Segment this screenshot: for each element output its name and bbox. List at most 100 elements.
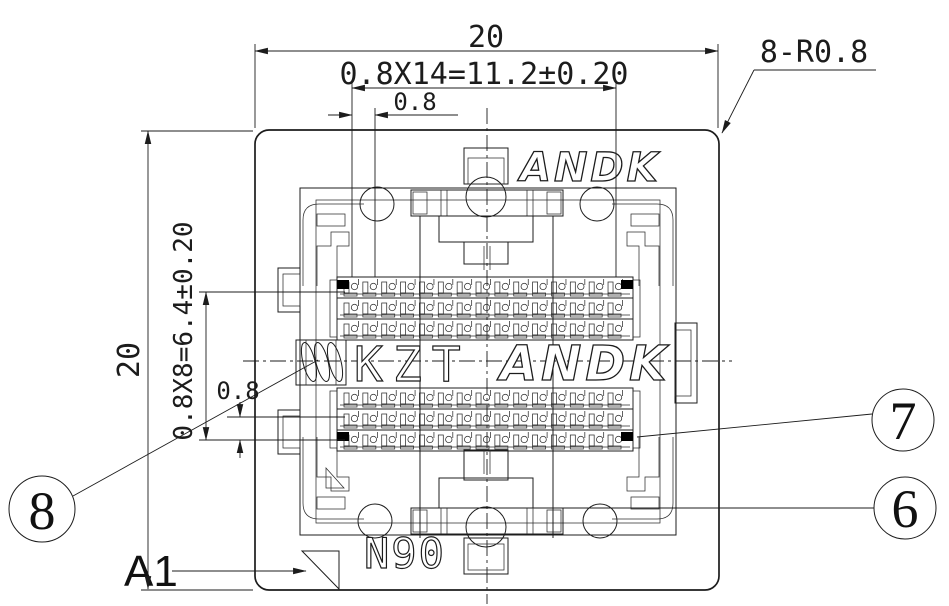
dim-row-pitch-text: 0.8 bbox=[393, 88, 436, 116]
contact-pin bbox=[437, 390, 454, 408]
contact-pin bbox=[513, 321, 529, 339]
dim-col-pitch-text: 0.8 bbox=[216, 377, 259, 405]
inner-chamfer-triangle bbox=[325, 467, 345, 489]
dim-overall-height-text: 20 bbox=[112, 342, 147, 378]
contact-pin-array bbox=[329, 276, 641, 452]
spring-symbol bbox=[295, 339, 347, 386]
contact-pin bbox=[588, 411, 605, 429]
dim-overall-height: 20 bbox=[112, 130, 253, 591]
contact-pin bbox=[437, 300, 454, 318]
dim-col-pitch-total: 0.8X8=6.4±0.20 bbox=[169, 221, 345, 441]
contact-pin bbox=[494, 321, 510, 339]
dim-row-pitch-total: 0.8X14=11.2±0.20 bbox=[340, 57, 628, 277]
contact-pin bbox=[475, 411, 491, 429]
pin1-triangle-marker bbox=[300, 550, 340, 591]
contact-pin bbox=[437, 279, 454, 297]
latch-bottom bbox=[410, 449, 564, 575]
contact-pin bbox=[437, 411, 454, 429]
contact-pin bbox=[588, 279, 605, 297]
contact-pin bbox=[362, 279, 378, 297]
contact-block-end bbox=[329, 390, 338, 449]
contact-pin bbox=[437, 432, 454, 450]
contact-pin bbox=[551, 432, 567, 450]
balloon-8-number: 8 bbox=[29, 481, 56, 541]
contact-pin bbox=[400, 411, 416, 429]
corner-pin-marker bbox=[621, 280, 633, 289]
contact-pin bbox=[419, 279, 435, 297]
contact-pin bbox=[607, 279, 623, 297]
latch-top bbox=[410, 147, 564, 270]
corner-pin-marker bbox=[337, 280, 349, 289]
contact-pin bbox=[475, 300, 491, 318]
balloon-8: 8 bbox=[8, 359, 319, 543]
contact-pin bbox=[475, 279, 491, 297]
contact-block-end bbox=[329, 279, 338, 338]
contact-pin bbox=[494, 300, 510, 318]
corner-radius-text: 8-R0.8 bbox=[760, 35, 868, 70]
dim-col-pitch-total-text: 0.8X8=6.4±0.20 bbox=[169, 221, 199, 440]
contact-pin bbox=[456, 390, 473, 408]
side-tabs bbox=[277, 267, 698, 455]
corner-radius-note: 8-R0.8 bbox=[721, 35, 876, 134]
contact-pin bbox=[513, 279, 529, 297]
contact-pin bbox=[381, 300, 397, 318]
contact-pin bbox=[343, 411, 359, 429]
contact-pin bbox=[362, 432, 378, 450]
contact-pin bbox=[532, 411, 548, 429]
balloon-6-number: 6 bbox=[892, 479, 919, 539]
contact-pin bbox=[569, 390, 586, 408]
contact-pin bbox=[494, 279, 510, 297]
contact-pin bbox=[513, 432, 529, 450]
contact-pin bbox=[456, 321, 473, 339]
contact-pin bbox=[532, 321, 548, 339]
contact-pin bbox=[362, 411, 378, 429]
contact-pin bbox=[362, 300, 378, 318]
balloon-6: 6 bbox=[562, 476, 937, 540]
part-code-text: N90 bbox=[364, 529, 446, 578]
dim-row-pitch: 0.8 bbox=[328, 88, 458, 277]
contact-pin bbox=[569, 411, 586, 429]
contact-pin bbox=[419, 300, 435, 318]
contact-pin bbox=[400, 300, 416, 318]
contact-pin bbox=[551, 279, 567, 297]
centerlines bbox=[243, 108, 732, 604]
contact-pin bbox=[569, 432, 586, 450]
contact-pin bbox=[494, 411, 510, 429]
contact-pin bbox=[381, 411, 397, 429]
contact-pin bbox=[400, 432, 416, 450]
dim-overall-width: 20 bbox=[254, 20, 719, 128]
contact-pin bbox=[532, 390, 548, 408]
contact-pin bbox=[419, 411, 435, 429]
contact-pin bbox=[419, 432, 435, 450]
contact-pin bbox=[400, 390, 416, 408]
contact-pin bbox=[381, 279, 397, 297]
contact-pin bbox=[551, 321, 567, 339]
contact-pin bbox=[569, 279, 586, 297]
contact-pin bbox=[494, 432, 510, 450]
contact-pin bbox=[607, 390, 623, 408]
contact-pin bbox=[400, 321, 416, 339]
contact-pin bbox=[532, 279, 548, 297]
brand-logo-center: ANDK bbox=[496, 336, 670, 392]
actuator-frame bbox=[419, 216, 554, 538]
contact-pin bbox=[437, 321, 454, 339]
contact-pin bbox=[569, 300, 586, 318]
contact-block-end bbox=[632, 390, 641, 449]
contact-pin bbox=[475, 390, 491, 408]
balloon-7-number: 7 bbox=[890, 391, 917, 451]
contact-pin bbox=[513, 300, 529, 318]
contact-pin bbox=[343, 300, 359, 318]
brand-logo-top: ANDK bbox=[517, 145, 661, 191]
contact-pin bbox=[475, 321, 491, 339]
contact-pin bbox=[513, 411, 529, 429]
contact-pin bbox=[513, 390, 529, 408]
contact-pin bbox=[607, 300, 623, 318]
contact-pin bbox=[456, 432, 473, 450]
contact-pin bbox=[551, 390, 567, 408]
corner-pin-marker bbox=[337, 432, 349, 441]
contact-pin bbox=[588, 321, 605, 339]
dim-overall-width-text: 20 bbox=[468, 20, 504, 55]
contact-pin bbox=[607, 411, 623, 429]
contact-pin bbox=[456, 279, 473, 297]
